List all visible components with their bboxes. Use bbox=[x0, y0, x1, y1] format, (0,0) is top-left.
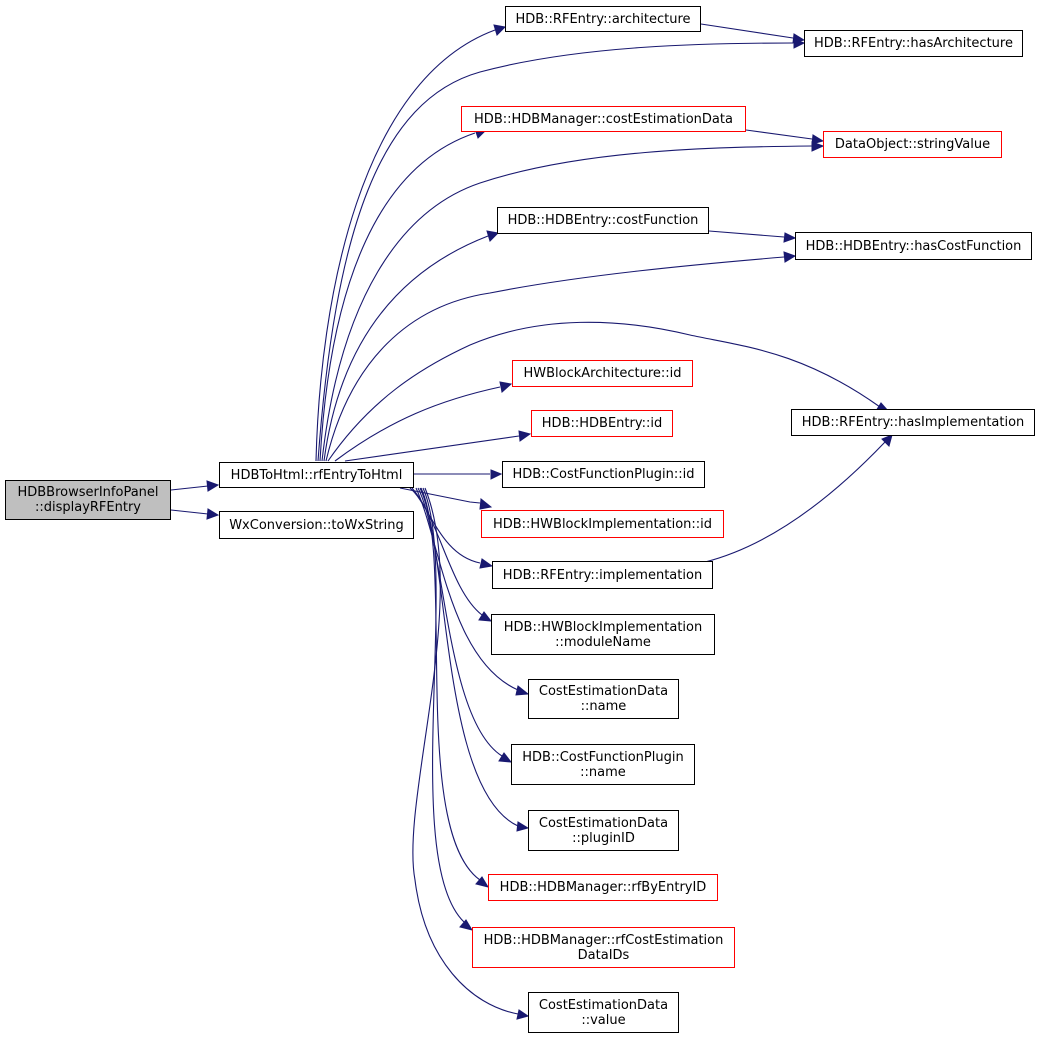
node-hasimplementation[interactable]: HDB::RFEntry::hasImplementation bbox=[791, 409, 1035, 436]
node-costestimationdata-value[interactable]: CostEstimationData::value bbox=[528, 992, 679, 1033]
arrowhead bbox=[486, 230, 500, 242]
arrowhead bbox=[498, 752, 513, 763]
node-rfentry-hasarchitecture[interactable]: HDB::RFEntry::hasArchitecture bbox=[804, 30, 1023, 57]
node-rfentry-implementation[interactable]: HDB::RFEntry::implementation bbox=[492, 561, 713, 589]
arrowhead bbox=[206, 480, 220, 492]
node-costestimationdata-name[interactable]: CostEstimationData::name bbox=[528, 679, 679, 719]
node-rfbyentryid[interactable]: HDB::HDBManager::rfByEntryID bbox=[488, 874, 718, 901]
edge-implementation-to-hasimplementation bbox=[704, 441, 886, 563]
arrowhead bbox=[516, 1009, 530, 1020]
node-costfunctionplugin-name[interactable]: HDB::CostFunctionPlugin::name bbox=[511, 744, 695, 785]
node-hascostfunction[interactable]: HDB::HDBEntry::hasCostFunction bbox=[795, 232, 1032, 260]
edge-to-costfunctionplugin-name bbox=[417, 487, 503, 757]
edge-to-rfentry-architecture bbox=[315, 29, 496, 462]
arrowhead bbox=[881, 434, 893, 447]
node-hwblockimplementation-id[interactable]: HDB::HWBlockImplementation::id bbox=[481, 510, 724, 538]
edge-to-rfbyentryid bbox=[420, 487, 481, 881]
arrowhead bbox=[518, 430, 532, 442]
edge-to-costestimationdata-value bbox=[412, 487, 519, 1015]
edge-to-costestimationdata bbox=[319, 132, 476, 462]
arrowhead bbox=[792, 33, 806, 44]
node-stringvalue[interactable]: DataObject::stringValue bbox=[823, 131, 1002, 158]
arrowhead bbox=[811, 134, 825, 145]
arrowhead bbox=[475, 876, 490, 888]
edge-to-hasimplementation bbox=[327, 321, 881, 462]
arrowhead bbox=[459, 919, 474, 931]
node-hdbentry-id[interactable]: HDB::HDBEntry::id bbox=[531, 410, 673, 437]
edge-architecture-to-hasarchitecture bbox=[700, 23, 794, 39]
node-hwblockarchitecture-id[interactable]: HWBlockArchitecture::id bbox=[512, 360, 693, 387]
edge-to-stringvalue bbox=[321, 145, 813, 462]
node-costfunctionplugin-id[interactable]: HDB::CostFunctionPlugin::id bbox=[502, 461, 705, 488]
node-towxstring[interactable]: WxConversion::toWxString bbox=[219, 511, 414, 539]
edge-costfunction-to-hascostfunction bbox=[708, 230, 785, 238]
arrowhead bbox=[479, 498, 493, 510]
edge-costestimationdata-to-stringvalue bbox=[745, 129, 813, 140]
node-costestimationdata-pluginid[interactable]: CostEstimationData::pluginID bbox=[528, 810, 679, 851]
arrowhead bbox=[811, 141, 825, 152]
edge-to-rfcostestimationdataids bbox=[422, 487, 465, 923]
node-rfentry-architecture[interactable]: HDB::RFEntry::architecture bbox=[505, 6, 701, 32]
edge-to-hwblockarchitecture-id bbox=[334, 386, 501, 462]
edge-root-to-towxstring bbox=[170, 509, 209, 515]
arrowhead bbox=[783, 251, 797, 263]
edge-to-costestimationdata-name bbox=[415, 487, 519, 691]
edge-to-hasarchitecture bbox=[317, 42, 794, 462]
node-costfunction[interactable]: HDB::HDBEntry::costFunction bbox=[497, 207, 709, 234]
arrowhead bbox=[499, 381, 513, 393]
node-rfentrytohtml[interactable]: HDBToHtml::rfEntryToHtml bbox=[219, 462, 414, 488]
arrowhead bbox=[479, 558, 494, 569]
edge-to-costfunction bbox=[323, 235, 489, 462]
arrowhead bbox=[206, 508, 220, 520]
arrowhead bbox=[516, 821, 530, 832]
edge-to-modulename bbox=[411, 487, 483, 616]
arrowhead bbox=[515, 685, 530, 696]
node-modulename[interactable]: HDB::HWBlockImplementation::moduleName bbox=[491, 614, 715, 655]
root-function-node: HDBBrowserInfoPanel::displayRFEntry bbox=[5, 480, 171, 520]
edge-to-hascostfunction bbox=[325, 256, 785, 462]
edge-root-to-rfentrytohtml bbox=[170, 485, 209, 491]
arrowhead bbox=[783, 232, 797, 243]
arrowhead bbox=[493, 24, 507, 36]
arrowhead bbox=[490, 469, 503, 480]
edge-to-rfentry-implementation bbox=[409, 487, 481, 564]
arrowhead bbox=[478, 611, 493, 622]
node-costestimationdata[interactable]: HDB::HDBManager::costEstimationData bbox=[461, 106, 746, 132]
edge-to-hdbentry-id bbox=[344, 435, 520, 462]
